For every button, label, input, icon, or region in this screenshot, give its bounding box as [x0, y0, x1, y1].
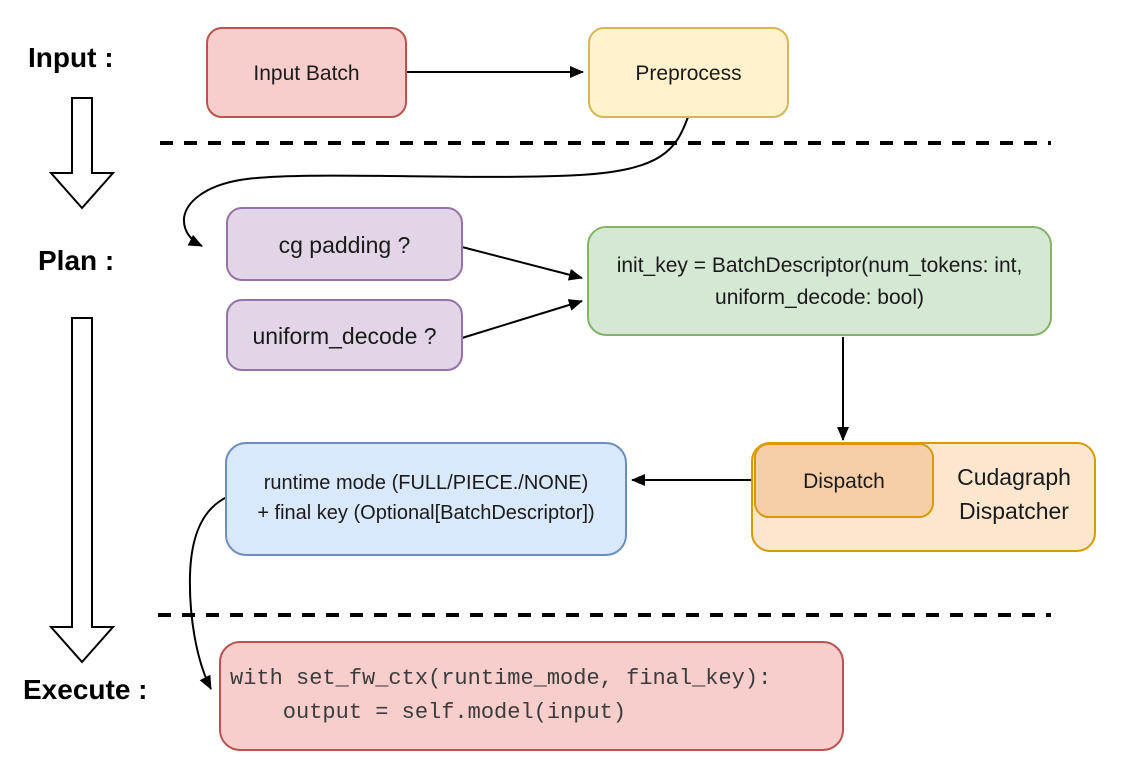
- cudagraph-dispatcher-line1: Cudagraph: [957, 464, 1071, 490]
- runtime-mode-line2: + final key (Optional[BatchDescriptor]): [257, 502, 594, 524]
- arrow-cg-padding-to-init-key: [461, 246, 583, 281]
- dispatch-node: [754, 443, 934, 518]
- runtime-mode-node: [225, 442, 627, 556]
- stage-label-input: Input :: [28, 42, 114, 73]
- preprocess-node: [588, 27, 789, 118]
- uniform-decode-label: uniform_decode ?: [252, 323, 436, 349]
- dispatch-label: Dispatch: [803, 470, 885, 493]
- execute-code-line2: output = self.model(input): [230, 700, 626, 725]
- init-key-line2: uniform_decode: bool): [715, 286, 924, 309]
- execute-code-node: [219, 641, 844, 751]
- runtime-mode-line1: runtime mode (FULL/PIECE./NONE): [264, 472, 589, 494]
- init-key-line1: init_key = BatchDescriptor(num_tokens: i…: [617, 254, 1023, 277]
- preprocess-label: Preprocess: [635, 62, 741, 85]
- cudagraph-dispatcher-line2: Dispatcher: [959, 498, 1069, 524]
- execute-code-line1: with set_fw_ctx(runtime_mode, final_key)…: [230, 666, 771, 691]
- input-batch-node: [206, 27, 407, 118]
- arrow-uniform-decode-to-init-key: [461, 299, 583, 339]
- arrow-preprocess-to-cg-padding: [182, 116, 689, 247]
- uniform-decode-node: [226, 299, 463, 371]
- stage-label-plan: Plan :: [38, 245, 114, 276]
- input-batch-label: Input Batch: [253, 62, 359, 85]
- stage-arrow-input-to-plan: [48, 97, 116, 210]
- arrow-runtime-mode-to-execute-code: [188, 496, 228, 690]
- stage-label-execute: Execute :: [23, 674, 148, 705]
- init-key-node: [587, 226, 1052, 336]
- stage-arrow-plan-to-execute: [48, 317, 116, 664]
- cg-padding-node: [226, 207, 463, 281]
- cg-padding-label: cg padding ?: [279, 232, 411, 258]
